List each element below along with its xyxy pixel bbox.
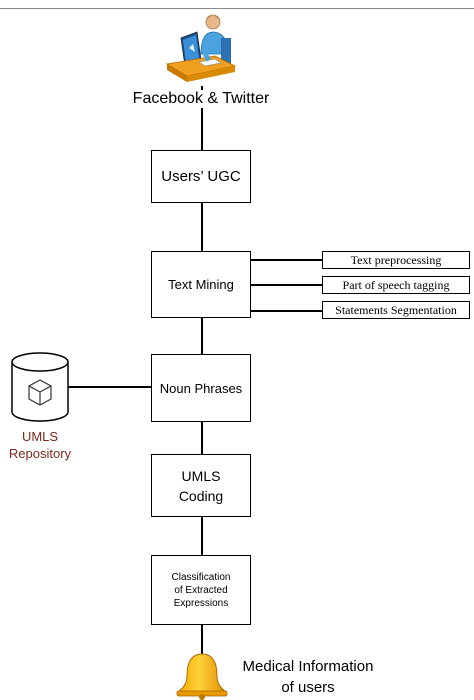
subtask-text-preprocessing-label: Text preprocessing xyxy=(350,252,442,267)
step-users-ugc: Users’ UGC xyxy=(151,150,251,203)
step-classification: Classification of Extracted Expressions xyxy=(151,555,251,625)
bell-icon xyxy=(176,653,228,700)
subtask-pos-tagging-label: Part of speech tagging xyxy=(342,277,450,292)
output-line2: of users xyxy=(281,679,335,696)
step-noun-phrases-label: Noun Phrases xyxy=(159,380,243,396)
subtask-pos-tagging: Part of speech tagging xyxy=(322,276,470,294)
branch-text-preprocessing xyxy=(250,259,322,261)
output-label: Medical Information of users xyxy=(226,656,390,698)
output-line1: Medical Information xyxy=(242,658,374,675)
user-computer-icon xyxy=(165,14,237,82)
step-classification-line2: of Extracted xyxy=(174,584,228,596)
umls-repository-line2: Repository xyxy=(8,446,72,461)
step-text-mining-label: Text Mining xyxy=(168,277,234,292)
step-noun-phrases: Noun Phrases xyxy=(151,354,251,422)
subtask-segmentation-label: Statements Segmentation xyxy=(335,302,457,317)
umls-repository-line1: UMLS xyxy=(21,429,59,444)
branch-segmentation xyxy=(250,310,322,312)
step-classification-line1: Classification xyxy=(171,571,231,583)
step-umls-coding: UMLS Coding xyxy=(151,454,251,517)
top-rule xyxy=(0,8,474,9)
step-classification-line3: Expressions xyxy=(173,597,229,609)
source-label: Facebook & Twitter xyxy=(120,90,282,108)
connector-repository xyxy=(68,386,152,388)
umls-repository-label: UMLS Repository xyxy=(0,428,80,462)
step-text-mining: Text Mining xyxy=(151,251,251,318)
step-umls-coding-line1: UMLS xyxy=(181,467,221,484)
subtask-segmentation: Statements Segmentation xyxy=(322,301,470,319)
step-umls-coding-line2: Coding xyxy=(178,487,224,504)
database-icon xyxy=(11,352,69,422)
step-users-ugc-label: Users’ UGC xyxy=(161,168,241,185)
branch-pos-tagging xyxy=(250,284,322,286)
subtask-text-preprocessing: Text preprocessing xyxy=(322,251,470,269)
